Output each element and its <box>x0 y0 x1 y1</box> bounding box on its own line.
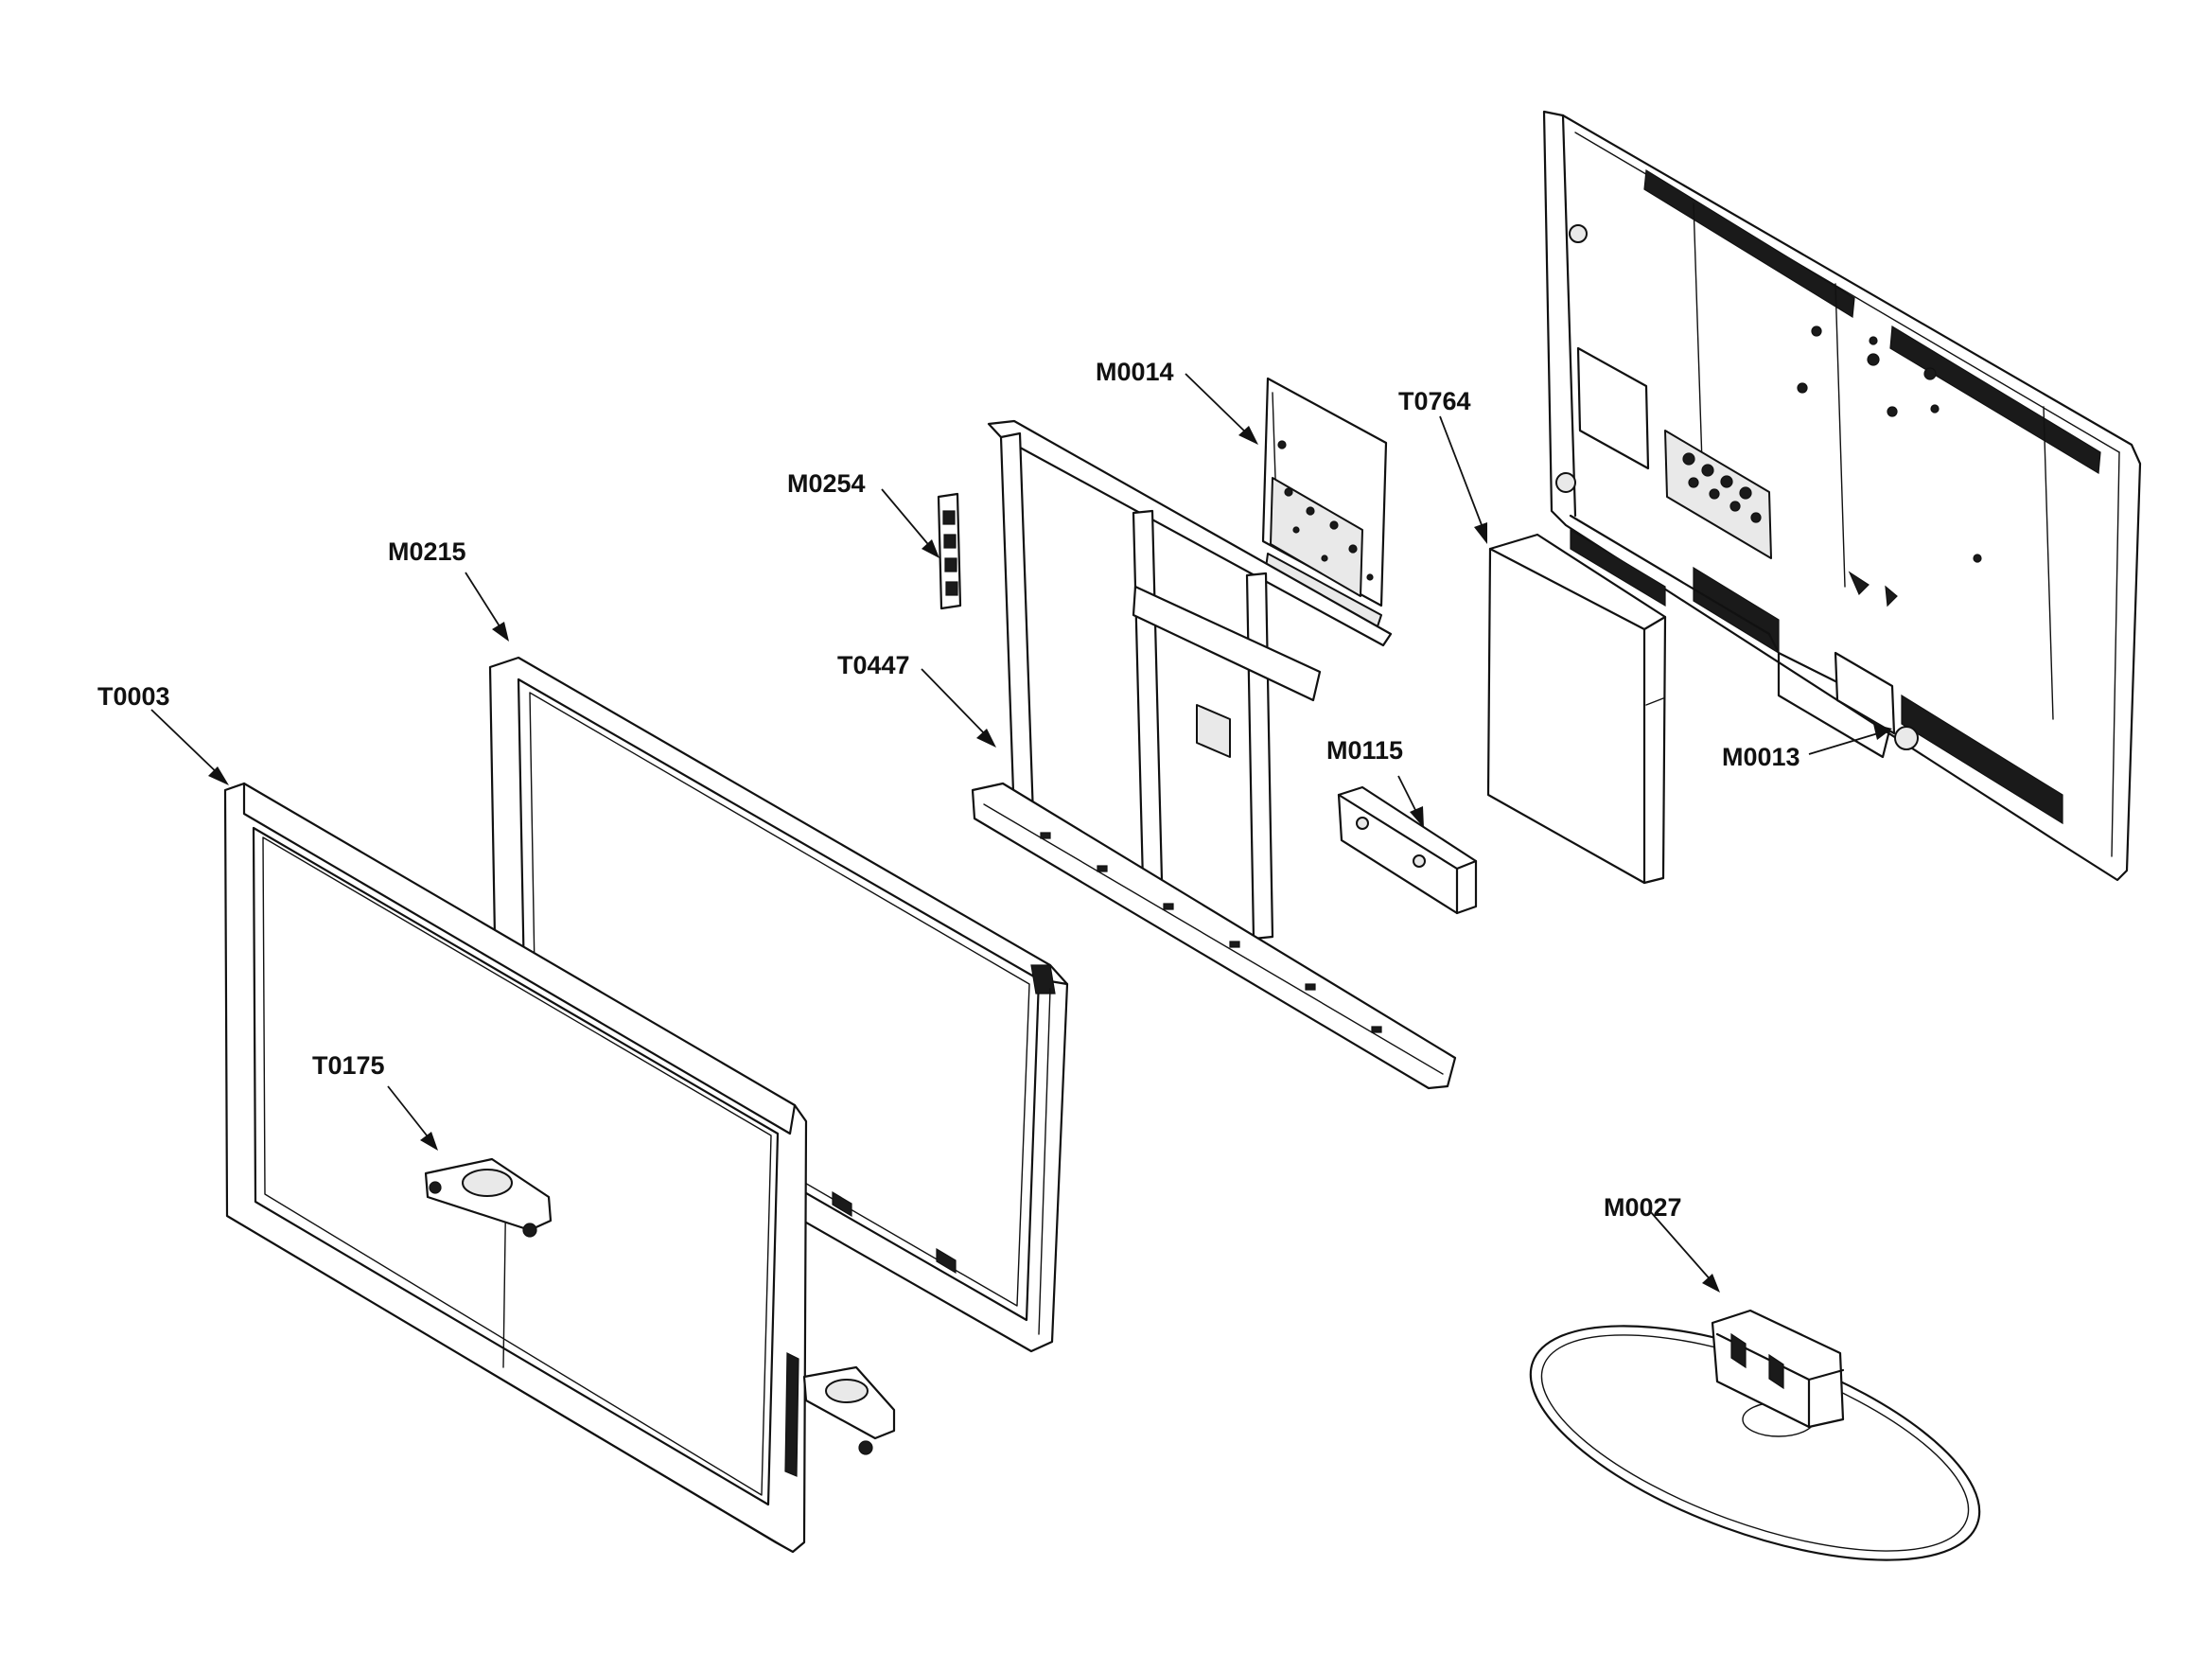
label-M0215: M0215 <box>388 537 466 566</box>
label-M0115: M0115 <box>1326 736 1403 765</box>
stand-base <box>1529 1309 1981 1561</box>
frame-chassis <box>971 419 1457 1090</box>
label-T0764: T0764 <box>1398 387 1471 415</box>
label-M0254: M0254 <box>787 469 866 498</box>
speaker-left <box>424 1157 553 1238</box>
side-key-board <box>937 492 962 610</box>
shield-cover <box>1486 533 1667 885</box>
speaker-right <box>802 1365 896 1455</box>
back-cover <box>1542 110 2142 882</box>
label-T0447: T0447 <box>837 651 910 679</box>
label-T0003: T0003 <box>97 682 170 711</box>
leader-lines <box>150 373 1892 1293</box>
label-T0175: T0175 <box>312 1051 385 1080</box>
io-bracket-board <box>1337 785 1478 915</box>
label-M0027: M0027 <box>1604 1193 1682 1222</box>
label-M0013: M0013 <box>1722 743 1800 771</box>
label-M0014: M0014 <box>1096 358 1174 386</box>
main-circuit-board <box>1261 377 1388 630</box>
